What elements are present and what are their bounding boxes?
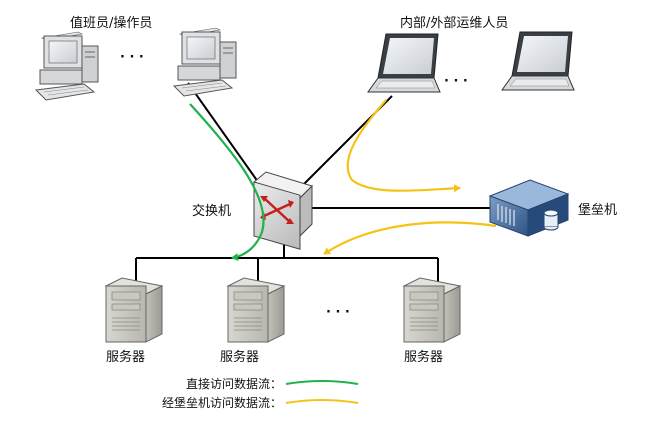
legend-direct-swatch — [285, 380, 359, 385]
laptop-1 — [367, 33, 441, 93]
legend-bastion-label: 经堡垒机访问数据流： — [161, 396, 282, 410]
laptop-ellipsis: · · · — [444, 74, 468, 89]
server-2-label: 服务器 — [220, 350, 260, 365]
operators-label: 值班员/操作员 — [70, 16, 153, 31]
desktop-computer-1 — [34, 31, 99, 101]
server-2 — [226, 277, 286, 343]
database-icon — [543, 209, 559, 231]
bastion-outbound-flow-curve — [323, 221, 497, 255]
bastion-label: 堡垒机 — [578, 203, 618, 218]
desktop-computer-2 — [172, 27, 237, 97]
server-1-label: 服务器 — [106, 350, 146, 365]
server-3-label: 服务器 — [404, 350, 444, 365]
server-3 — [402, 277, 462, 343]
legend-direct-label: 直接访问数据流： — [185, 377, 282, 391]
laptop-2 — [501, 31, 575, 91]
bastion-inbound-flow-curve — [346, 99, 461, 193]
network-links — [135, 82, 494, 290]
direct-flow-curve — [189, 103, 265, 261]
link-desktop-switch — [187, 82, 269, 197]
bastion-host — [488, 179, 570, 237]
legend-bastion-swatch — [285, 399, 359, 404]
desktop-ellipsis: · · · — [120, 50, 144, 65]
switch-label: 交换机 — [192, 204, 232, 219]
switch-device — [253, 171, 313, 250]
server-1 — [104, 277, 164, 343]
ops-staff-label: 内部/外部运维人员 — [400, 16, 509, 31]
server-ellipsis: · · · — [326, 305, 350, 320]
